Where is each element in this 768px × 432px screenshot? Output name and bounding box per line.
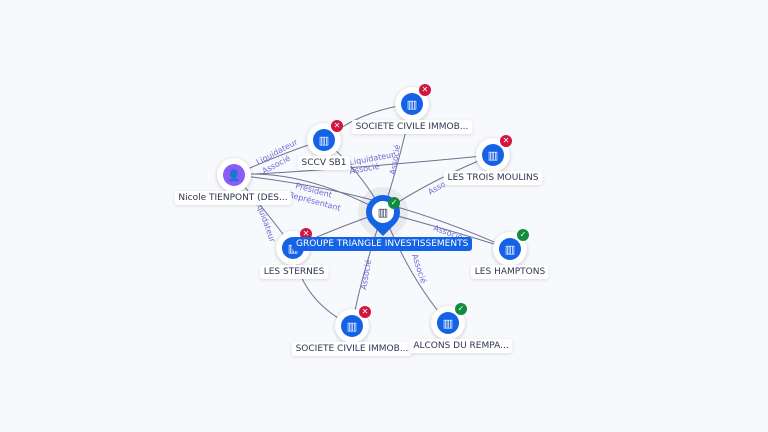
closed-badge-icon: ✕ bbox=[500, 135, 512, 147]
active-badge-icon: ✓ bbox=[517, 229, 529, 241]
person-icon: 👤 bbox=[223, 164, 245, 186]
closed-badge-icon: ✕ bbox=[331, 120, 343, 132]
building-icon: ▥ bbox=[437, 312, 459, 334]
node-company[interactable]: ▥✕ bbox=[395, 84, 431, 121]
node-label[interactable]: SOCIETE CIVILE IMMOB... bbox=[351, 120, 473, 134]
node-company[interactable]: ▥✕ bbox=[335, 306, 371, 343]
node-person[interactable]: 👤 bbox=[217, 158, 251, 192]
node-company[interactable]: ▥✕ bbox=[307, 120, 343, 157]
node-label[interactable]: LES STERNES bbox=[259, 265, 329, 279]
node-label[interactable]: Nicole TIENPONT (DES... bbox=[174, 191, 292, 205]
building-icon: ▥ bbox=[313, 129, 335, 151]
active-badge-icon: ✓ bbox=[388, 197, 400, 209]
node-company[interactable]: ▥✓ bbox=[493, 229, 529, 266]
node-label[interactable]: SOCIETE CIVILE IMMOB... bbox=[291, 342, 413, 356]
center-node-label[interactable]: GROUPE TRIANGLE INVESTISSEMENTS bbox=[292, 237, 473, 251]
node-label[interactable]: SCCV SB1 bbox=[297, 156, 351, 170]
node-company[interactable]: ▥✓ bbox=[431, 303, 467, 340]
building-icon: ▥ bbox=[341, 315, 363, 337]
node-label[interactable]: ALCONS DU REMPA... bbox=[409, 339, 513, 353]
active-badge-icon: ✓ bbox=[455, 303, 467, 315]
closed-badge-icon: ✕ bbox=[419, 84, 431, 96]
building-icon: ▥ bbox=[482, 144, 504, 166]
edge-label: Associé bbox=[358, 259, 373, 291]
node-company[interactable]: ▥✕ bbox=[476, 135, 512, 172]
edge-label: Associé bbox=[410, 253, 429, 285]
node-label[interactable]: LES TROIS MOULINS bbox=[443, 171, 543, 185]
building-icon: ▥ bbox=[499, 238, 521, 260]
building-icon: ▥ bbox=[401, 93, 423, 115]
closed-badge-icon: ✕ bbox=[359, 306, 371, 318]
node-label[interactable]: LES HAMPTONS bbox=[470, 265, 550, 279]
